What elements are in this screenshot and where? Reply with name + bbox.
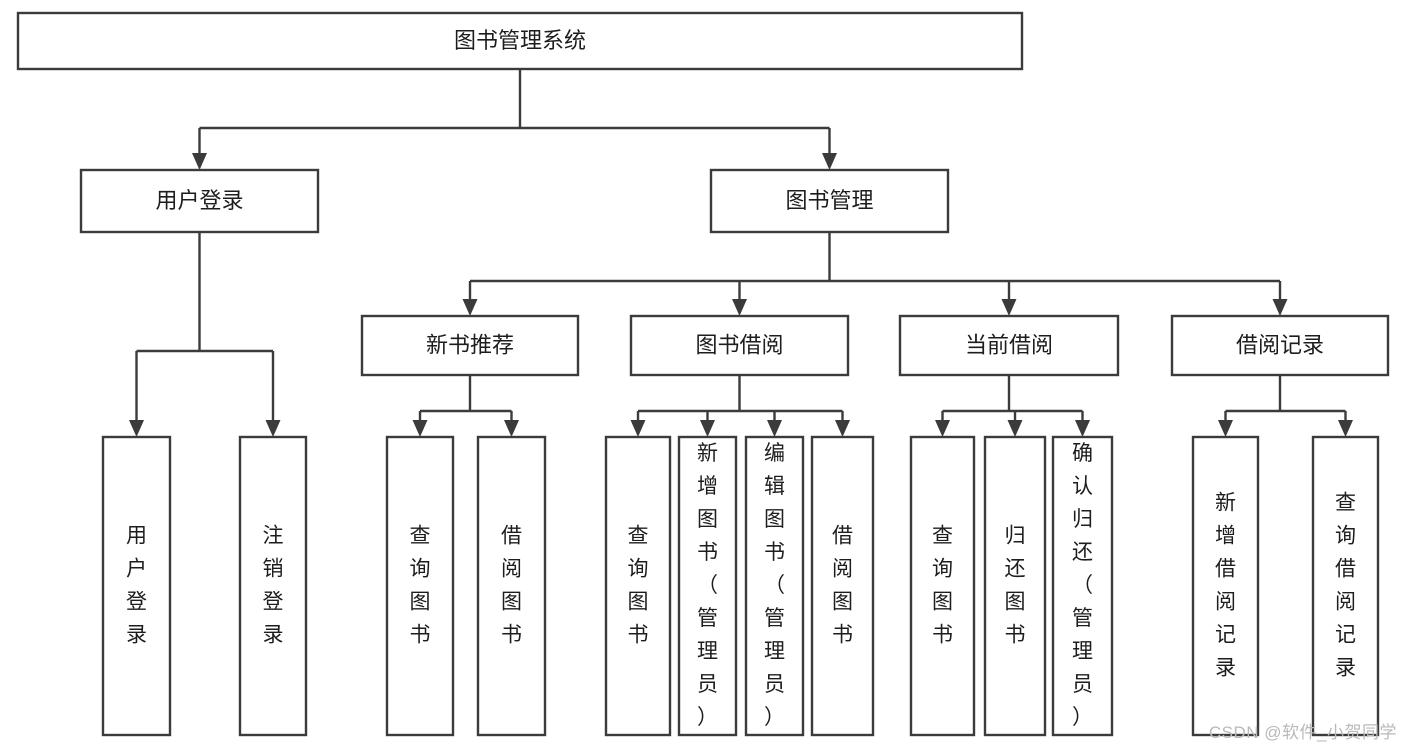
node-leaf_1[interactable]: 注销登录 — [238, 435, 308, 737]
connector-borrow-to-leaves — [630, 375, 850, 437]
node-label-leaf_8: 查询图书 — [932, 524, 953, 646]
node-leaf_0[interactable]: 用户登录 — [101, 435, 172, 737]
node-root[interactable]: 图书管理系统 — [16, 11, 1024, 71]
node-leaf_11[interactable]: 新增借阅记录 — [1191, 435, 1260, 737]
node-label-leaf_6: 编辑图书（管理员） — [764, 442, 785, 729]
node-label-leaf_5: 新增图书（管理员） — [697, 442, 718, 729]
node-label-l3_3: 借阅记录 — [1236, 332, 1324, 357]
node-leaf_9[interactable]: 归还图书 — [983, 435, 1047, 737]
node-l3_2[interactable]: 当前借阅 — [898, 314, 1120, 377]
node-label-l3_1: 图书借阅 — [695, 332, 783, 357]
connector-root-to-level2 — [192, 69, 837, 170]
node-l2_0[interactable]: 用户登录 — [79, 168, 320, 234]
node-leaf_5[interactable]: 新增图书（管理员） — [677, 435, 738, 737]
node-leaf_3[interactable]: 借阅图书 — [476, 435, 547, 737]
node-label-l3_0: 新书推荐 — [426, 332, 514, 357]
node-label-l3_2: 当前借阅 — [965, 332, 1053, 357]
node-label-leaf_10: 确认归还（管理员） — [1072, 442, 1093, 729]
node-label-leaf_2: 查询图书 — [410, 524, 431, 646]
node-label-leaf_9: 归还图书 — [1005, 524, 1026, 646]
node-l2_1[interactable]: 图书管理 — [709, 168, 950, 234]
node-label-root: 图书管理系统 — [454, 28, 586, 53]
connector-records-to-leaves — [1218, 375, 1353, 437]
node-leaf_2[interactable]: 查询图书 — [385, 435, 455, 737]
node-l3_1[interactable]: 图书借阅 — [629, 314, 850, 377]
node-label-leaf_1: 注销登录 — [263, 524, 284, 646]
connector-newbook-to-leaves — [412, 375, 519, 437]
node-leaf_8[interactable]: 查询图书 — [909, 435, 976, 737]
node-label-leaf_4: 查询图书 — [628, 524, 649, 646]
node-leaf_10[interactable]: 确认归还（管理员） — [1051, 435, 1114, 737]
node-label-l2_1: 图书管理 — [785, 188, 873, 213]
node-l3_3[interactable]: 借阅记录 — [1170, 314, 1390, 377]
node-leaf_7[interactable]: 借阅图书 — [810, 435, 875, 737]
node-leaf_6[interactable]: 编辑图书（管理员） — [744, 435, 805, 737]
connector-login-to-leaves — [129, 232, 281, 437]
node-l3_0[interactable]: 新书推荐 — [360, 314, 580, 377]
node-label-leaf_12: 查询借阅记录 — [1335, 491, 1356, 679]
node-label-leaf_11: 新增借阅记录 — [1215, 491, 1236, 679]
node-label-leaf_7: 借阅图书 — [832, 524, 853, 646]
node-leaf_12[interactable]: 查询借阅记录 — [1311, 435, 1380, 737]
connector-current-to-leaves — [935, 375, 1090, 437]
node-label-leaf_3: 借阅图书 — [501, 524, 522, 646]
connector-book-mgmt-to-modules — [462, 232, 1288, 316]
node-label-l2_0: 用户登录 — [155, 188, 243, 213]
node-label-leaf_0: 用户登录 — [126, 524, 147, 646]
node-leaf_4[interactable]: 查询图书 — [604, 435, 672, 737]
